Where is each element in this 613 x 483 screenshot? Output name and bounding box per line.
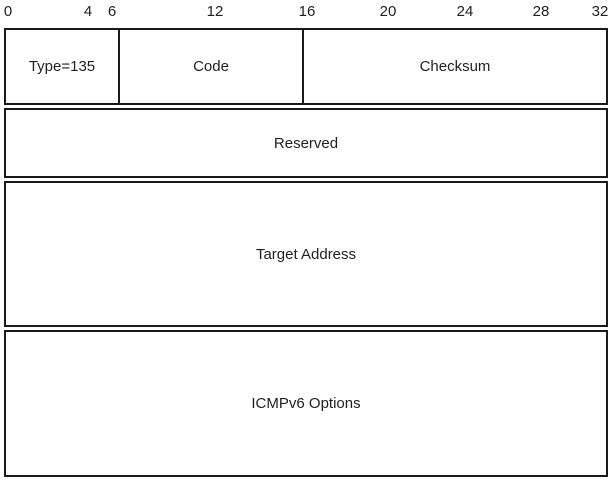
field-reserved-label: Reserved — [273, 134, 339, 152]
ruler-label-6: 6 — [107, 3, 117, 20]
ruler-label-4: 4 — [83, 3, 93, 20]
field-type-label: Type=135 — [28, 58, 96, 75]
field-type: Type=135 — [6, 30, 120, 103]
ruler-label-24: 24 — [456, 3, 474, 20]
header-fields-row: Type=135 Code Checksum — [4, 28, 608, 105]
ruler-label-16: 16 — [298, 3, 316, 20]
bit-ruler: 0 4 6 12 16 20 24 28 32 — [0, 0, 613, 26]
field-code-label: Code — [193, 58, 229, 75]
field-icmpv6-options: ICMPv6 Options — [4, 330, 608, 477]
field-target-address: Target Address — [4, 181, 608, 327]
ruler-label-32: 32 — [591, 3, 609, 20]
ruler-label-20: 20 — [379, 3, 397, 20]
ruler-label-12: 12 — [206, 3, 224, 20]
field-target-address-label: Target Address — [255, 245, 357, 263]
field-checksum-label: Checksum — [419, 58, 491, 75]
field-icmpv6-options-label: ICMPv6 Options — [251, 395, 361, 412]
field-checksum: Checksum — [304, 30, 606, 103]
ruler-label-0: 0 — [3, 3, 13, 20]
field-reserved: Reserved — [4, 108, 608, 178]
field-code: Code — [120, 30, 304, 103]
ruler-label-28: 28 — [532, 3, 550, 20]
